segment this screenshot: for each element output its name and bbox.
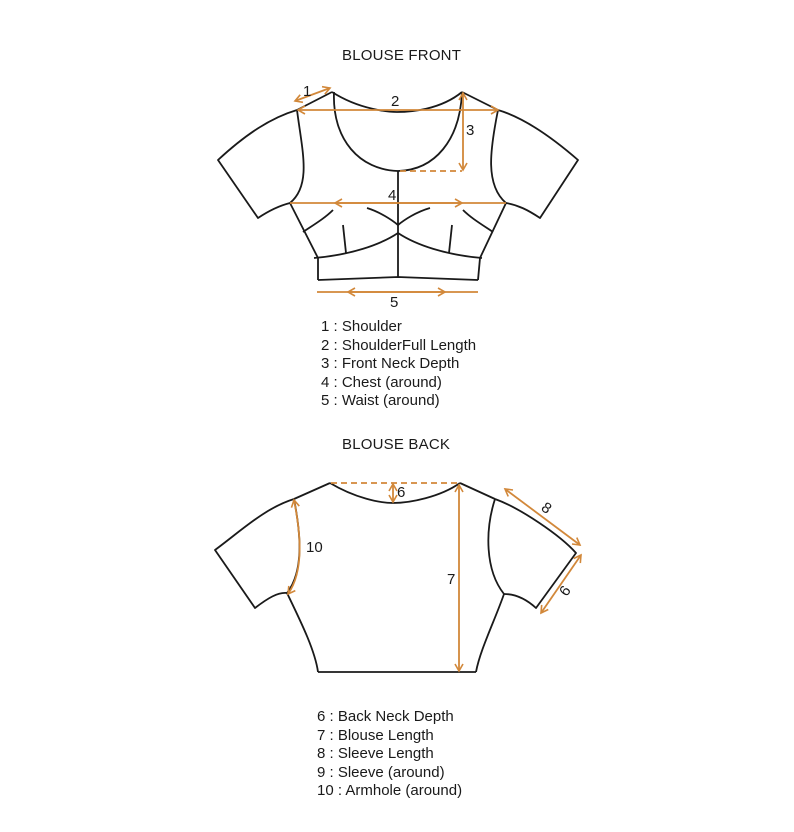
- legend-item-7: 7 : Blouse Length: [317, 726, 434, 744]
- legend-item-3: 3 : Front Neck Depth: [321, 355, 460, 372]
- marker-2: 2: [391, 93, 399, 110]
- marker-3: 3: [466, 122, 474, 139]
- legend-item-2: 2 : ShoulderFull Length: [321, 336, 477, 354]
- marker-7: 7: [447, 571, 455, 588]
- back-left-sleeve: [214, 498, 295, 609]
- legend-item-1: 1 : Shoulder: [321, 318, 402, 335]
- legend-item-4: 4 : Chest (around): [321, 373, 442, 391]
- measure-1-shoulder: [293, 85, 332, 104]
- marker-5: 5: [390, 294, 398, 311]
- front-legend: 1 : Shoulder 2 : ShoulderFull Length 3 :…: [321, 318, 476, 411]
- front-markers: 1 2 3 4 5: [303, 83, 474, 311]
- back-markers: 6 7 8 9 10: [306, 484, 574, 599]
- legend-item-10: 10 : Armhole (around): [317, 782, 463, 799]
- marker-6: 6: [397, 484, 405, 501]
- blouse-back-title: BLOUSE BACK: [342, 436, 451, 453]
- legend-item-5: 5 : Waist (around): [321, 392, 440, 409]
- front-right-sleeve: [497, 109, 579, 219]
- back-measurements: [287, 482, 582, 673]
- back-legend: 6 : Back Neck Depth 7 : Blouse Length 8 …: [317, 708, 462, 801]
- back-outline: [214, 482, 577, 673]
- measure-10-armhole: [287, 498, 301, 596]
- marker-1: 1: [303, 83, 311, 100]
- legend-item-9: 9 : Sleeve (around): [317, 763, 445, 781]
- front-left-sleeve: [217, 109, 298, 219]
- front-outline: [217, 91, 579, 281]
- marker-10: 10: [306, 539, 323, 556]
- measure-9-sleeve-around: [540, 553, 582, 615]
- blouse-front-title: BLOUSE FRONT: [342, 47, 462, 64]
- front-measurements: [290, 85, 506, 297]
- legend-item-8: 8 : Sleeve Length: [317, 745, 434, 762]
- marker-4: 4: [388, 187, 396, 204]
- measure-8-sleeve-length: [503, 488, 582, 546]
- marker-9: 9: [555, 582, 574, 599]
- legend-item-6: 6 : Back Neck Depth: [317, 708, 454, 725]
